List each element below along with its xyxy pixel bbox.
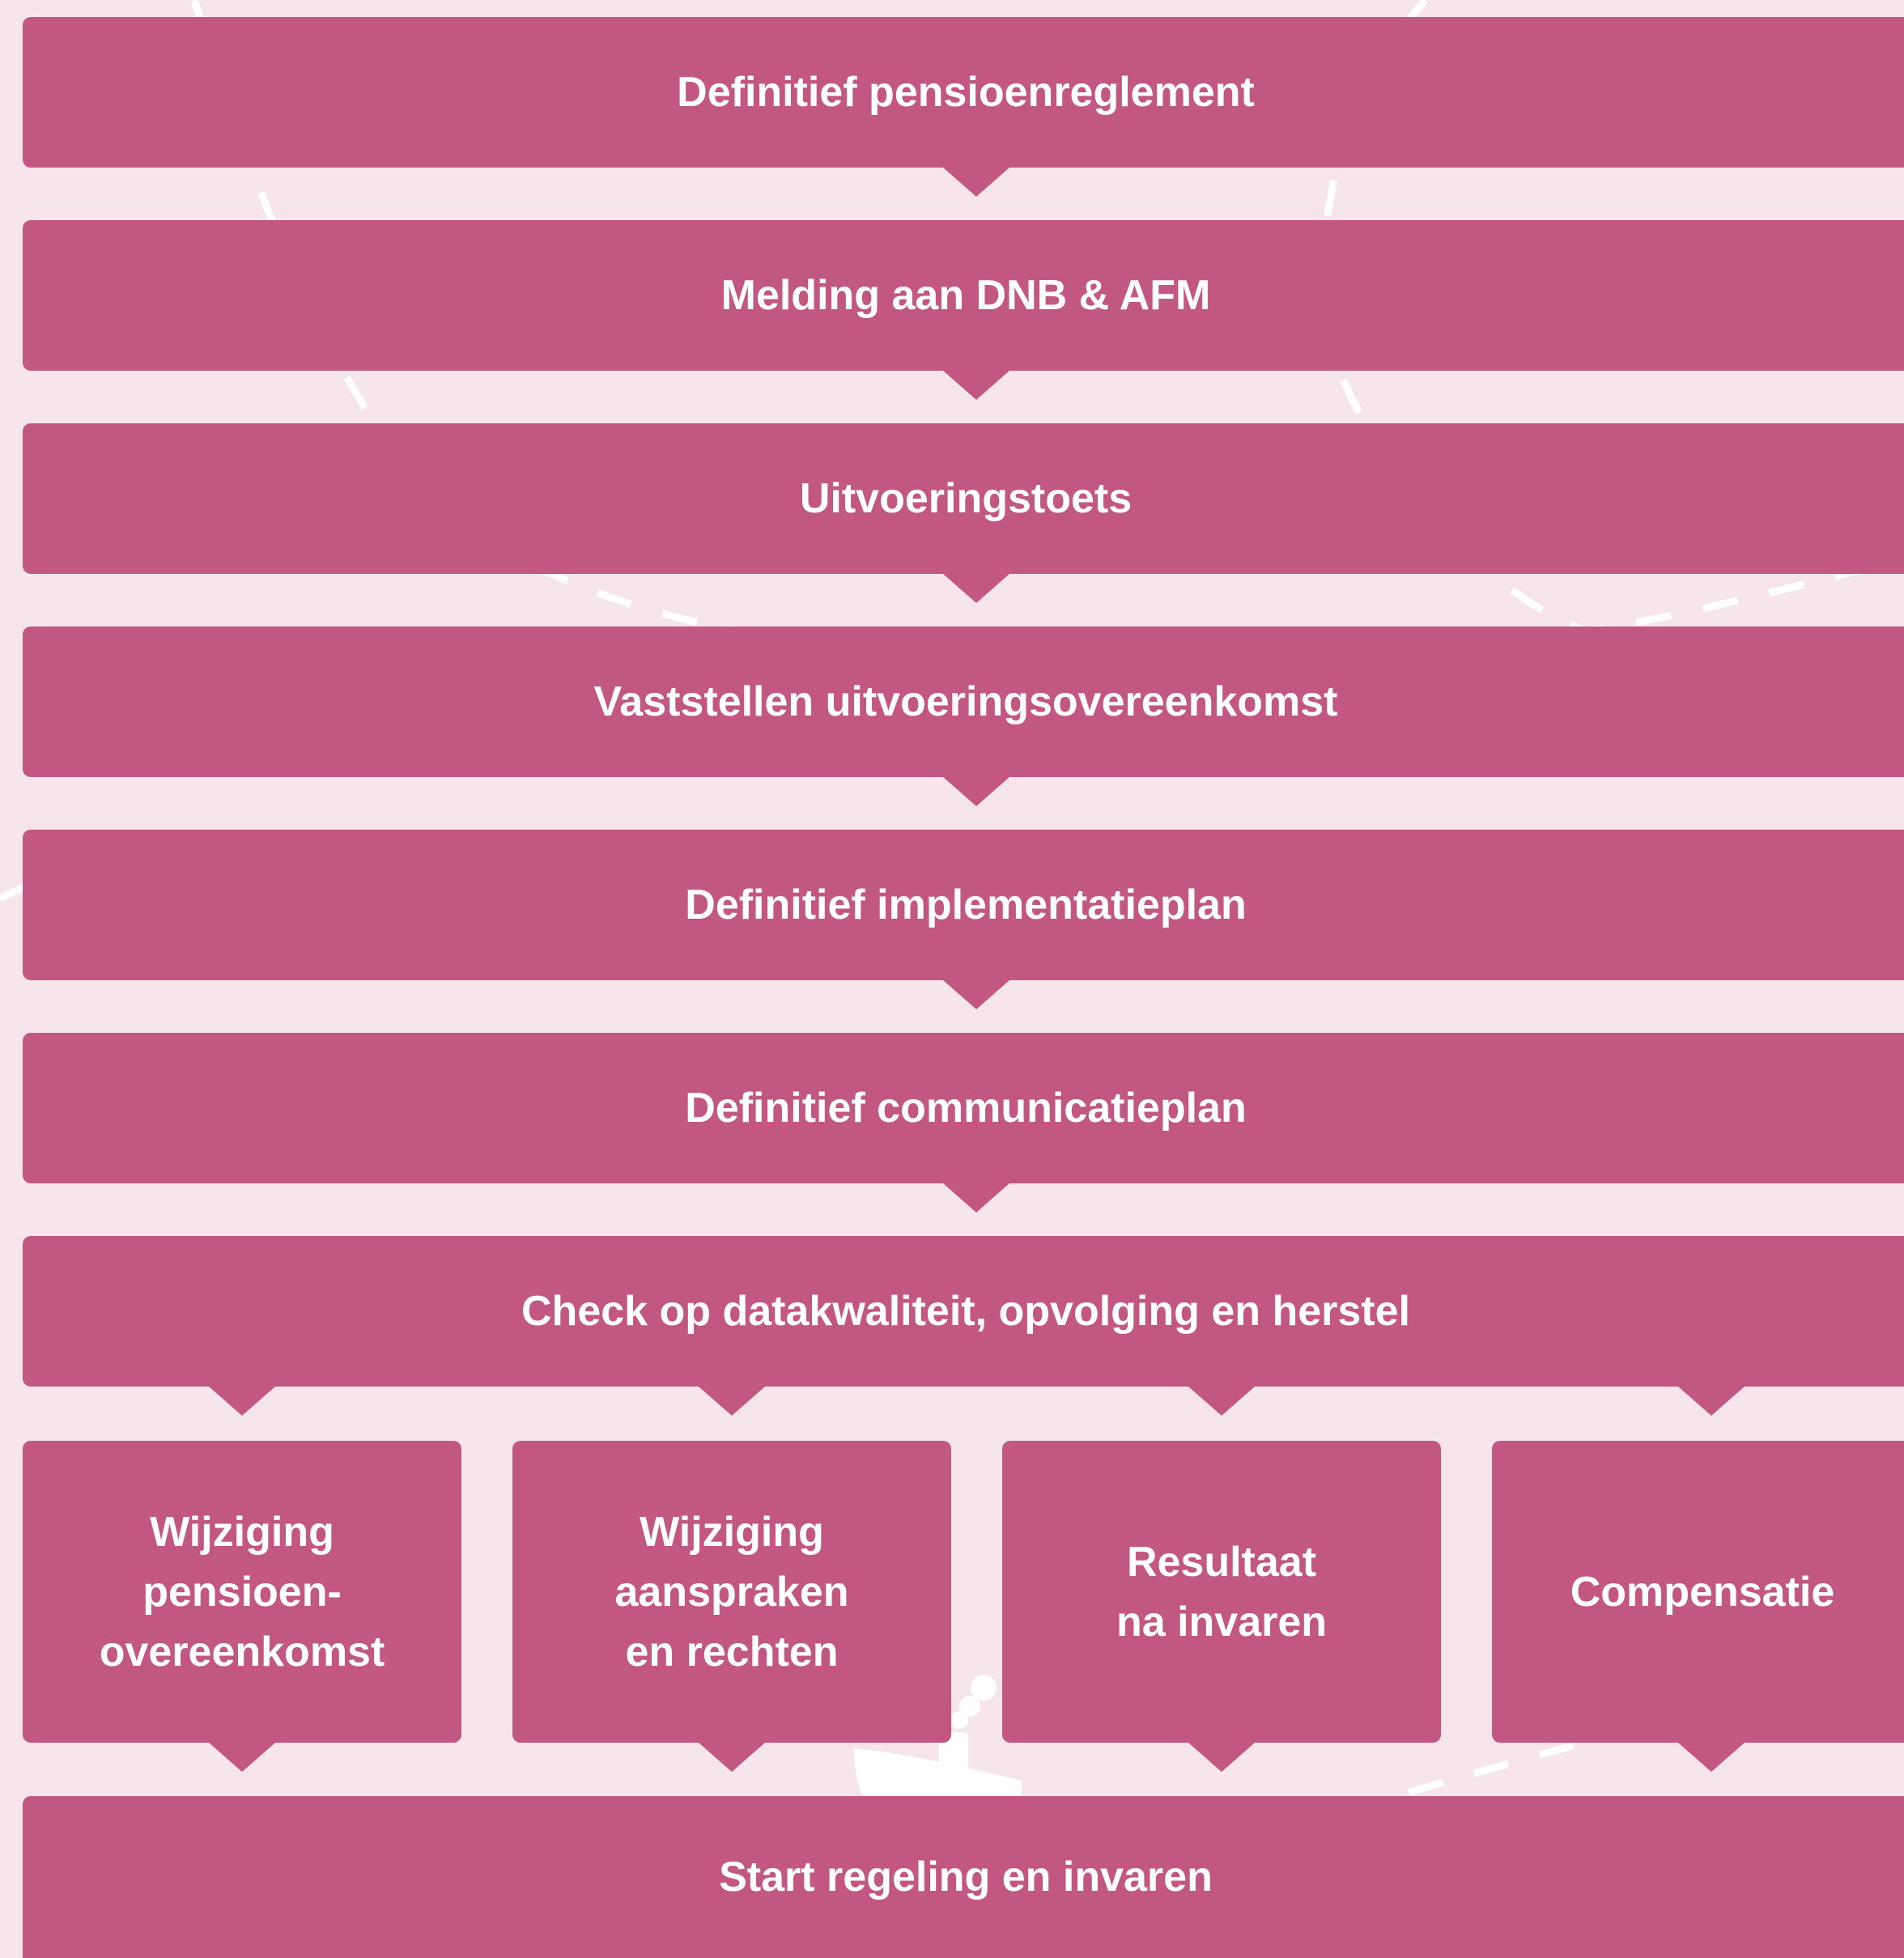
step-label: Melding aan DNB & AFM <box>720 272 1211 319</box>
step-melding-dnb-afm: Melding aan DNB & AFM <box>23 220 1904 371</box>
arrow-down-icon <box>943 574 1009 603</box>
arrow-down-icon <box>943 980 1009 1009</box>
step-definitief-implementatieplan: Definitief implementatieplan <box>23 830 1904 980</box>
branch-label: Wijziging aanspraken en rechten <box>614 1508 849 1676</box>
branch-label: Compensatie <box>1570 1568 1835 1616</box>
arrow-down-icon <box>1678 1387 1745 1416</box>
step-check-datakwaliteit: Check op datakwaliteit, opvolging en her… <box>23 1236 1904 1387</box>
arrow-down-icon <box>699 1387 765 1416</box>
step-definitief-communicatieplan: Definitief communicatieplan <box>23 1033 1904 1183</box>
arrow-down-icon <box>1188 1743 1255 1772</box>
branch-wijziging-aanspraken: Wijziging aanspraken en rechten <box>512 1441 951 1743</box>
step-start-regeling-en-invaren: Start regeling en invaren <box>23 1796 1904 1958</box>
arrow-down-icon <box>1678 1743 1745 1772</box>
branch-resultaat-na-invaren: Resultaat na invaren <box>1002 1441 1441 1743</box>
step-label: Definitief communicatieplan <box>685 1085 1247 1132</box>
arrow-down-icon <box>943 777 1009 806</box>
branch-label: Resultaat na invaren <box>1116 1538 1328 1646</box>
arrow-down-icon <box>943 168 1009 197</box>
branch-wijziging-pensioenovereenkomst: Wijziging pensioen- overeenkomst <box>23 1441 461 1743</box>
arrow-down-icon <box>209 1387 275 1416</box>
arrow-down-icon <box>209 1743 275 1772</box>
arrow-down-icon <box>943 1183 1009 1213</box>
branch-compensatie: Compensatie <box>1492 1441 1904 1743</box>
step-label: Uitvoeringstoets <box>799 475 1133 522</box>
step-label: Vaststellen uitvoeringsovereenkomst <box>593 678 1338 725</box>
arrow-down-icon <box>699 1743 765 1772</box>
step-vaststellen-uitvoeringsovereenkomst: Vaststellen uitvoeringsovereenkomst <box>23 626 1904 777</box>
arrow-down-icon <box>1188 1387 1255 1416</box>
step-label: Definitief implementatieplan <box>685 881 1247 928</box>
branch-label: Wijziging pensioen- overeenkomst <box>99 1508 385 1676</box>
step-label: Check op datakwaliteit, opvolging en her… <box>521 1288 1410 1335</box>
step-label: Definitief pensioenreglement <box>677 69 1255 116</box>
step-uitvoeringstoets: Uitvoeringstoets <box>23 423 1904 574</box>
arrow-down-icon <box>943 371 1009 400</box>
step-definitief-pensioenreglement: Definitief pensioenreglement <box>23 17 1904 168</box>
step-label: Start regeling en invaren <box>719 1854 1213 1901</box>
